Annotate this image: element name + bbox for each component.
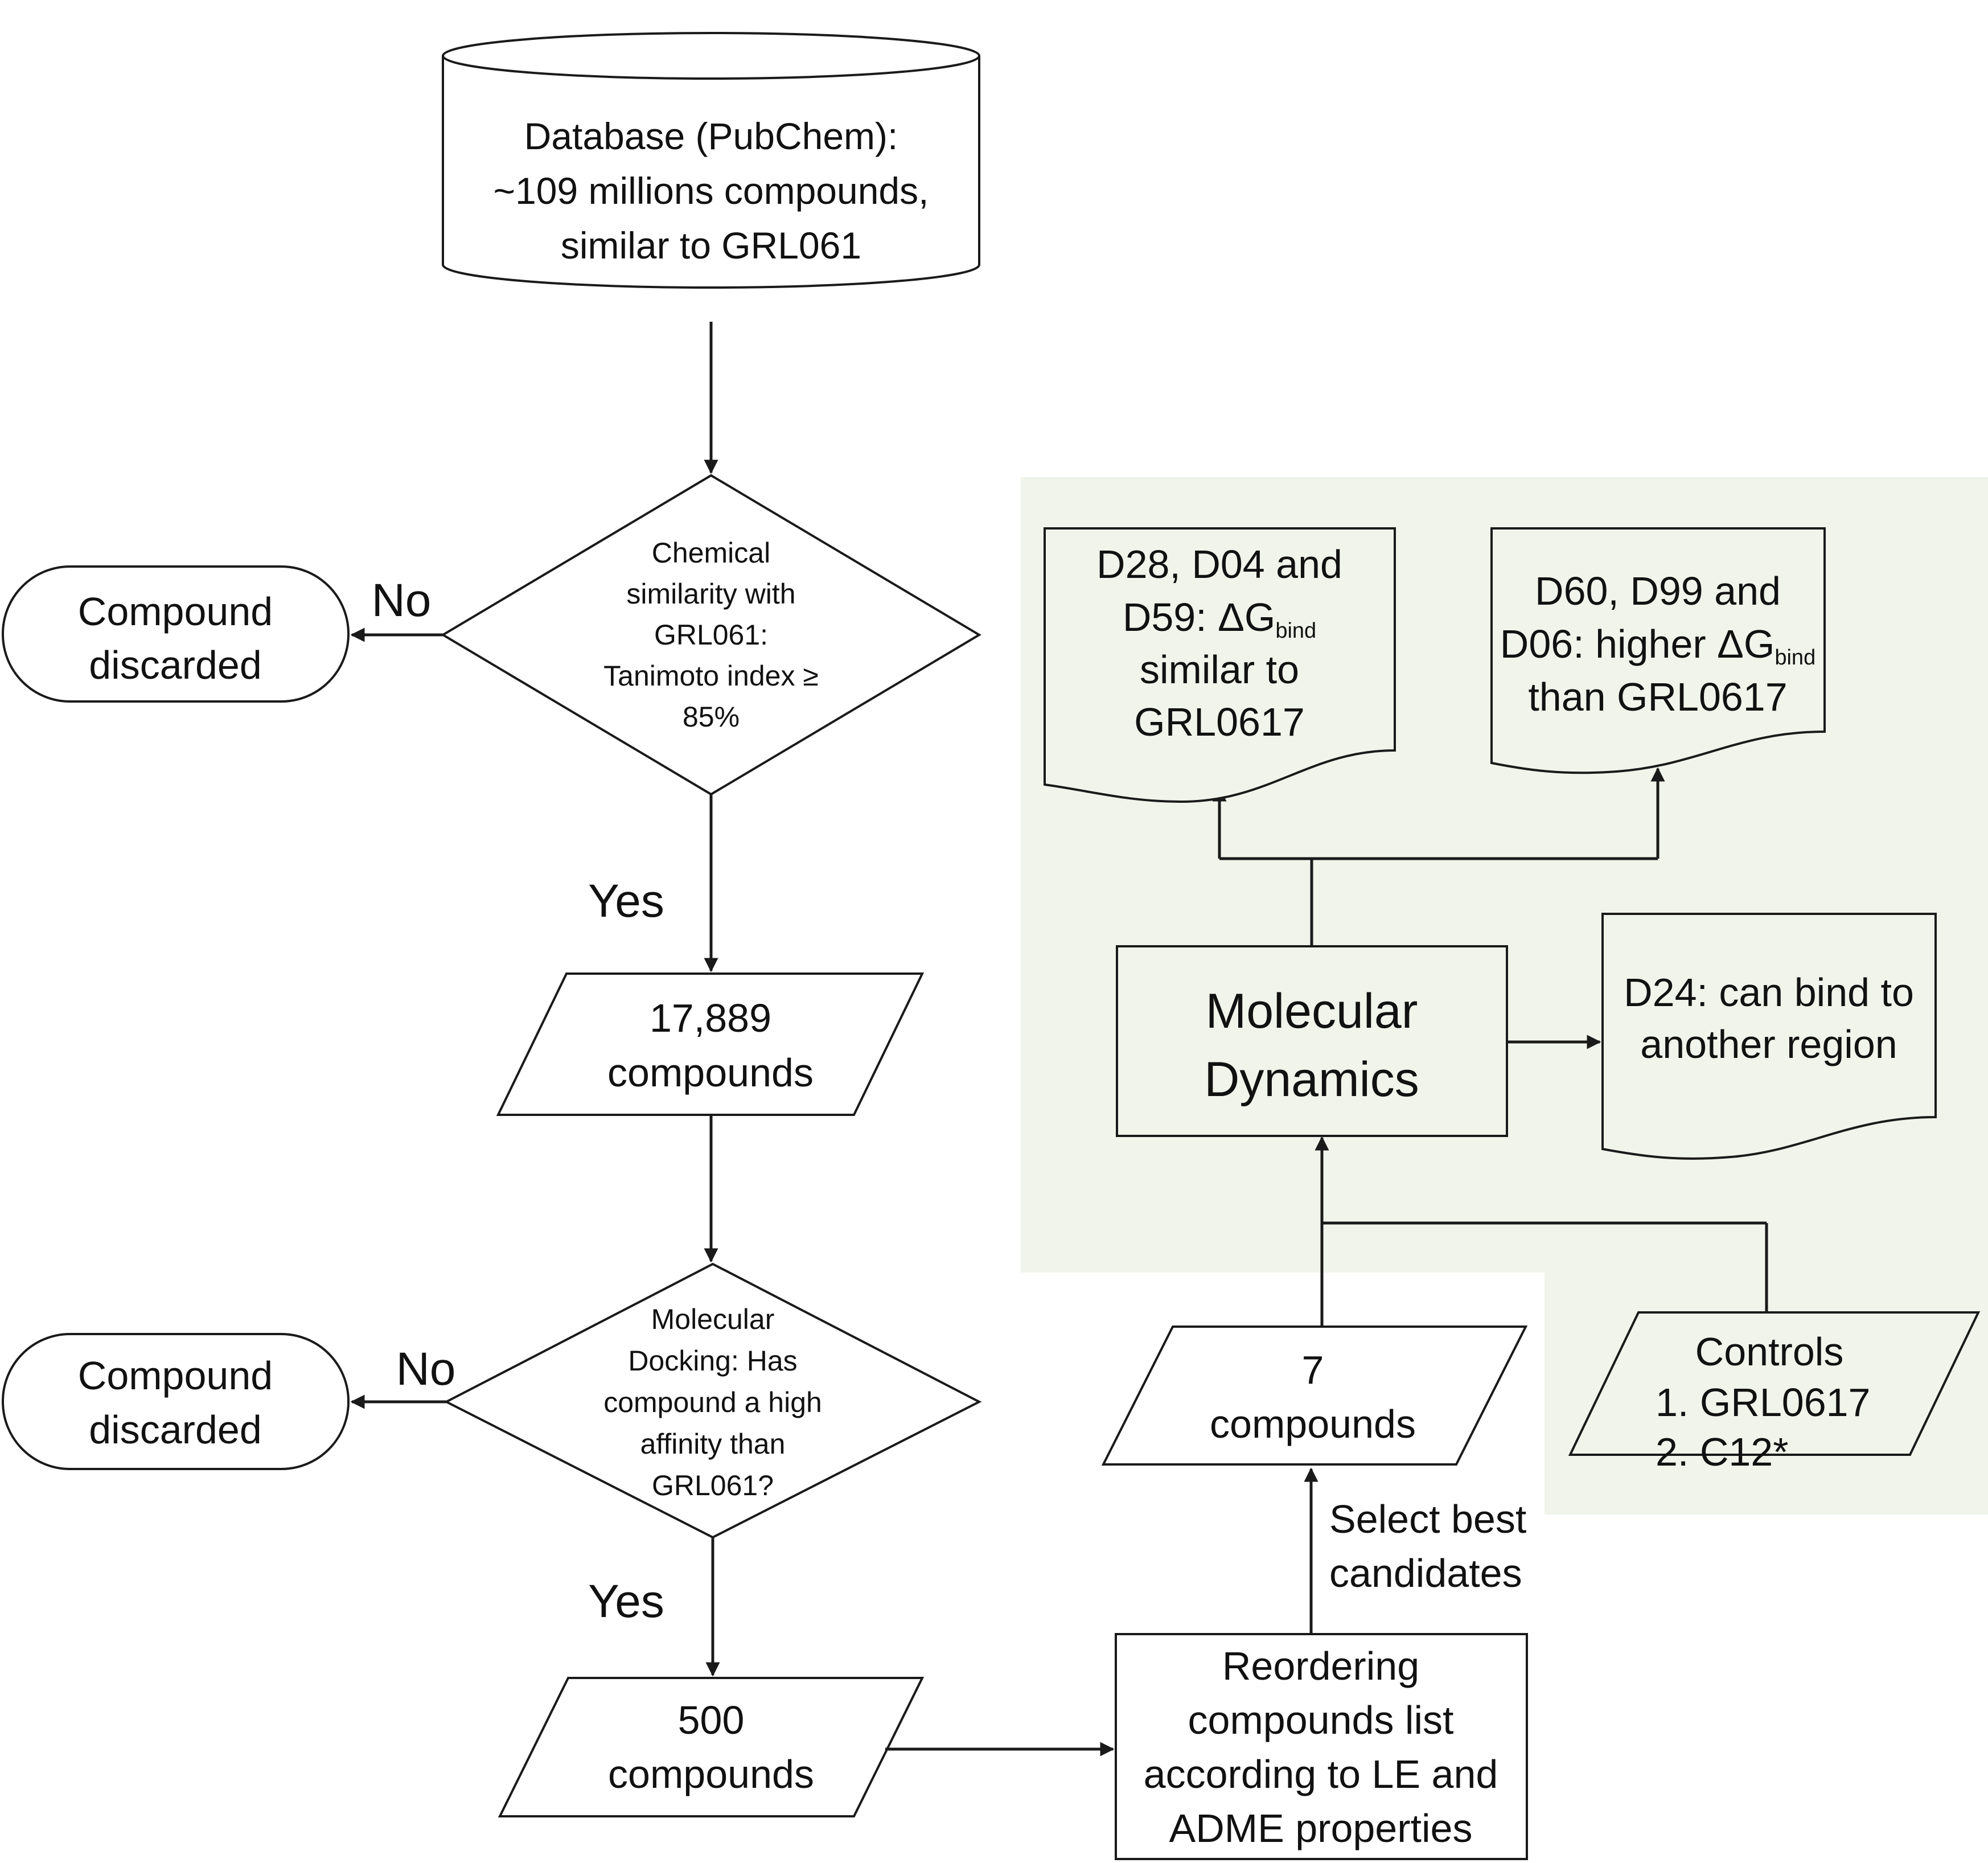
docking-line4: affinity than — [640, 1428, 786, 1460]
similarity-decision: Chemical similarity with GRL061: Tanimot… — [441, 474, 981, 796]
doc-d24-line2: another region — [1640, 1022, 1897, 1066]
compounds-17889: 17,889 compounds — [496, 972, 925, 1116]
similarity-line3: GRL061: — [654, 619, 768, 651]
discarded1-line1: Compound — [78, 589, 273, 634]
result-doc-similar: D28, D04 and D59: ΔGbind similar to GRL0… — [1044, 527, 1396, 803]
docking-line5: GRL061? — [652, 1470, 774, 1501]
yes-label-2: Yes — [588, 1575, 664, 1627]
docking-line1: Molecular — [651, 1303, 775, 1335]
md-line2: Dynamics — [1204, 1052, 1419, 1107]
yes-label-1: Yes — [588, 875, 664, 927]
docking-line3: compound a high — [603, 1386, 822, 1418]
result3-line1: 7 — [1302, 1348, 1324, 1392]
no-label-1: No — [372, 575, 432, 626]
discarded2-line1: Compound — [78, 1353, 273, 1398]
database-cylinder: Database (PubChem): ~109 millions compou… — [442, 32, 980, 289]
result-doc-higher: D60, D99 and D06: higher ΔGbind than GRL… — [1490, 527, 1826, 774]
controls-item1: 1. GRL0617 — [1656, 1380, 1870, 1425]
compound-discarded-2: Compound discarded — [2, 1333, 350, 1470]
database-line1: Database (PubChem): — [524, 115, 898, 157]
docking-line2: Docking: Has — [628, 1345, 797, 1377]
reorder-line2: compounds list — [1188, 1698, 1454, 1742]
discarded1-line2: discarded — [89, 643, 262, 687]
result2-line1: 500 — [678, 1698, 745, 1742]
reordering-box: Reordering compounds list according to L… — [1115, 1633, 1528, 1860]
docking-decision: Molecular Docking: Has compound a high a… — [443, 1262, 982, 1539]
result-doc-d24: D24: can bind to another region — [1601, 913, 1937, 1160]
doc-d24-line1: D24: can bind to — [1624, 970, 1914, 1015]
reorder-line4: ADME properties — [1169, 1806, 1473, 1850]
select-label-line1: Select best — [1329, 1497, 1526, 1541]
discarded2-line2: discarded — [89, 1407, 262, 1452]
md-line1: Molecular — [1206, 984, 1418, 1039]
doc-similar-line2: D59: ΔGbind — [1123, 595, 1316, 643]
database-line3: similar to GRL061 — [561, 224, 861, 266]
molecular-dynamics-box: Molecular Dynamics — [1116, 945, 1508, 1137]
doc-higher-line2: D06: higher ΔGbind — [1500, 622, 1816, 670]
database-line2: ~109 millions compounds, — [494, 170, 929, 212]
reorder-line1: Reordering — [1222, 1644, 1419, 1688]
compounds-7: 7 compounds — [1101, 1326, 1528, 1466]
controls-item2: 2. C12* — [1656, 1430, 1788, 1474]
controls-title: Controls — [1695, 1329, 1844, 1374]
doc-similar-line1: D28, D04 and — [1096, 542, 1342, 586]
result2-line2: compounds — [608, 1752, 814, 1796]
reorder-line3: according to LE and — [1144, 1752, 1498, 1796]
select-label-line2: candidates — [1329, 1551, 1522, 1595]
doc-higher-line1: D60, D99 and — [1535, 569, 1781, 613]
no-label-2: No — [396, 1343, 456, 1395]
similarity-line1: Chemical — [652, 537, 770, 569]
doc-higher-line3: than GRL0617 — [1528, 675, 1787, 719]
similarity-line2: similarity with — [626, 578, 795, 610]
controls-box: Controls 1. GRL0617 2. C12* — [1568, 1311, 1981, 1474]
doc-similar-line4: GRL0617 — [1134, 700, 1305, 744]
compound-discarded-1: Compound discarded — [2, 565, 350, 703]
similarity-line4: Tanimoto index ≥ — [603, 660, 819, 692]
result1-line1: 17,889 — [650, 996, 771, 1040]
result1-line2: compounds — [607, 1050, 814, 1095]
doc-similar-line3: similar to — [1140, 647, 1299, 692]
result3-line2: compounds — [1210, 1402, 1416, 1446]
similarity-line5: 85% — [683, 701, 740, 733]
compounds-500: 500 compounds — [498, 1677, 925, 1817]
